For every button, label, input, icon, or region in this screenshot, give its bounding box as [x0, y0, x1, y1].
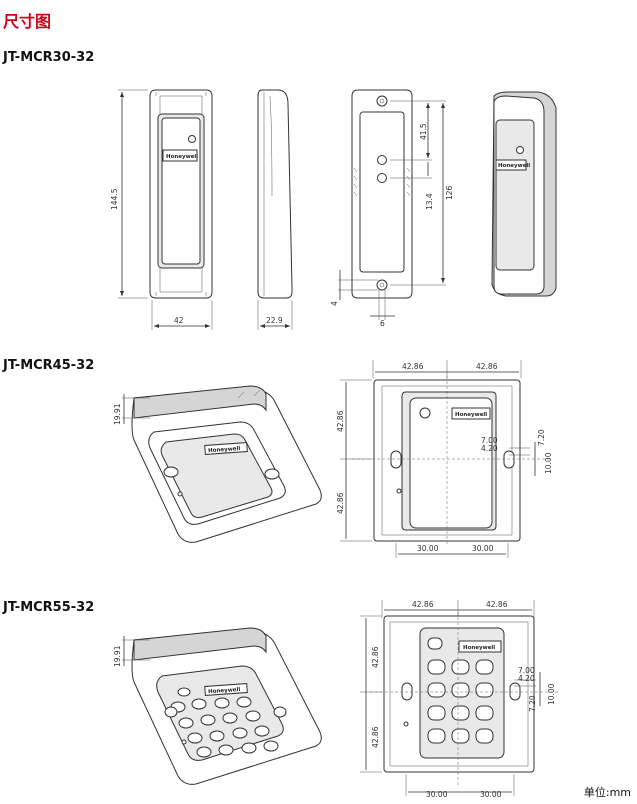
mcr30-hole-spacing-dim: 13.4	[425, 193, 434, 210]
mcr55-right-c-dim: 7.20	[528, 695, 537, 712]
mcr45-right-d-dim: 10.00	[544, 452, 553, 474]
mcr55-perspective-logo: Honeywell	[208, 687, 241, 695]
mcr30-front-view: 144.5 Honeywell 42	[110, 89, 213, 330]
mcr55-top-right-dim: 42.86	[486, 600, 508, 609]
mcr45-right-b-dim: 4.20	[481, 444, 498, 453]
model-label-mcr55: JT-MCR55-32	[3, 600, 95, 615]
mcr55-bottom-left-dim: 30.00	[426, 790, 448, 799]
mcr45-top-right-dim: 42.86	[476, 362, 498, 371]
mcr30-perspective-view: Honeywell	[491, 91, 557, 297]
mcr55-left-upper-dim: 42.86	[371, 646, 380, 668]
mcr30-bottom-dim: 4	[330, 301, 339, 306]
mcr30-perspective-logo: Honeywell	[498, 163, 530, 169]
mcr45-left-upper-dim: 42.86	[336, 410, 345, 432]
model-label-mcr45: JT-MCR45-32	[3, 358, 95, 373]
mcr30-hole-dim: 6	[380, 319, 385, 328]
mcr45-perspective-view: Honeywell 19.91	[113, 385, 322, 543]
mcr45-right-a-dim: 7.00	[481, 436, 498, 445]
mcr30-back-view: 41.5 13.4 126 4 6	[330, 89, 454, 328]
mcr30-front-logo: Honeywell	[166, 154, 198, 160]
mcr55-left-lower-dim: 42.86	[371, 726, 380, 748]
mcr55-right-d-dim: 10.00	[547, 683, 556, 705]
mcr55-bottom-right-dim: 30.00	[480, 790, 502, 799]
mcr45-bottom-right-dim: 30.00	[472, 544, 494, 553]
unit-label: 单位:mm	[583, 786, 631, 799]
mcr45-depth-dim: 19.91	[113, 403, 122, 425]
page-title: 尺寸图	[3, 12, 52, 31]
mcr45-perspective-logo: Honeywell	[208, 446, 241, 454]
mcr55-right-a-dim: 7.00	[518, 666, 535, 675]
mcr30-width-dim: 42	[174, 316, 184, 325]
mcr45-bottom-left-dim: 30.00	[417, 544, 439, 553]
mcr30-height-dim: 144.5	[110, 188, 119, 210]
mcr55-depth-dim: 19.91	[113, 645, 122, 667]
mcr30-upper-dim: 41.5	[419, 123, 428, 140]
mcr45-left-lower-dim: 42.86	[336, 492, 345, 514]
model-label-mcr30: JT-MCR30-32	[3, 50, 95, 65]
mcr55-perspective-keypad	[170, 687, 279, 758]
mcr55-perspective-view: Honeywell 19.91	[113, 627, 322, 785]
mcr45-front-logo: Honeywell	[455, 412, 487, 418]
mcr55-top-left-dim: 42.86	[412, 600, 434, 609]
mcr45-front-view: 42.86 42.86 42.86 42.86 Honeywell 7.00 4…	[336, 360, 553, 558]
mcr55-front-logo: Honeywell	[463, 645, 495, 651]
mcr55-front-view: 42.86 42.86 42.86 42.86 Honeywell	[360, 600, 560, 799]
mcr45-right-c-dim: 7.20	[537, 429, 546, 446]
mcr30-depth-dim: 22.9	[266, 316, 283, 325]
mcr30-side-view: 22.9	[257, 89, 293, 330]
mcr30-mount-dim: 126	[445, 185, 454, 200]
mcr45-top-left-dim: 42.86	[402, 362, 424, 371]
mcr55-right-b-dim: 4.20	[518, 674, 535, 683]
mcr55-front-keypad	[427, 637, 494, 744]
